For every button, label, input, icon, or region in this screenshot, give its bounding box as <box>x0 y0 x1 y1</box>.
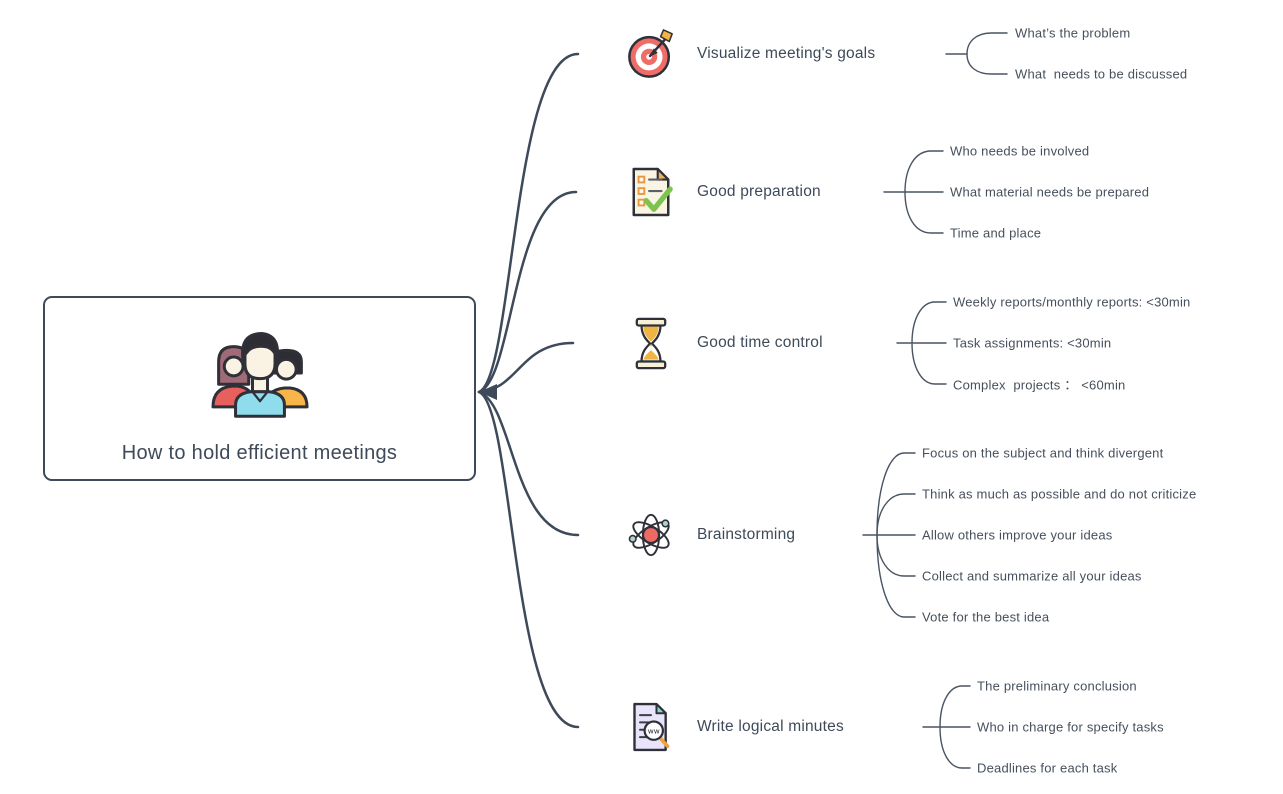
subtopic[interactable]: Think as much as possible and do not cri… <box>922 486 1197 502</box>
topic-write-logical-minutes[interactable]: ww Write logical minutes <box>626 700 844 754</box>
hourglass-icon <box>626 316 676 370</box>
subtopic[interactable]: What’s the problem <box>1015 25 1131 41</box>
meeting-people-icon <box>210 332 309 418</box>
topic-label: Good preparation <box>697 183 821 200</box>
subtopic[interactable]: Allow others improve your ideas <box>922 527 1113 543</box>
subtopic[interactable]: Who in charge for specify tasks <box>977 719 1164 735</box>
topic-label: Write logical minutes <box>697 718 844 735</box>
subtopic[interactable]: Deadlines for each task <box>977 760 1118 776</box>
subtopic[interactable]: The preliminary conclusion <box>977 678 1137 694</box>
subtopic[interactable]: Collect and summarize all your ideas <box>922 568 1142 584</box>
root-arrowhead <box>479 384 497 400</box>
topic-label: Visualize meeting's goals <box>697 45 876 62</box>
subtopic[interactable]: Who needs be involved <box>950 143 1090 159</box>
topic-brainstorming[interactable]: Brainstorming <box>626 508 795 562</box>
central-topic-label: How to hold efficient meetings <box>121 442 398 464</box>
target-icon <box>626 27 676 81</box>
topic-good-preparation[interactable]: Good preparation <box>626 165 821 219</box>
subtopic[interactable]: Complex projects ： <60min <box>953 377 1126 393</box>
subtopic[interactable]: Weekly reports/monthly reports: <30min <box>953 294 1191 310</box>
magnifier-text: ww <box>648 726 660 735</box>
checklist-icon <box>626 165 676 219</box>
topic-label: Good time control <box>697 334 823 351</box>
subtopic[interactable]: Task assignments: <30min <box>953 335 1112 351</box>
subtopic[interactable]: What material needs be prepared <box>950 184 1150 200</box>
topic-visualize-goals[interactable]: Visualize meeting's goals <box>626 27 875 81</box>
atom-icon <box>626 508 676 562</box>
subtopic[interactable]: What needs to be discussed <box>1015 66 1188 82</box>
subtopic[interactable]: Focus on the subject and think divergent <box>922 445 1164 461</box>
topic-good-time-control[interactable]: Good time control <box>626 316 823 370</box>
subtopic[interactable]: Time and place <box>950 225 1042 241</box>
central-topic[interactable]: How to hold efficient meetings <box>43 296 476 481</box>
document-search-icon: ww <box>626 700 676 754</box>
subtopic[interactable]: Vote for the best idea <box>922 609 1050 625</box>
subtopic-fork-lines <box>862 32 1008 769</box>
topic-label: Brainstorming <box>697 526 796 543</box>
